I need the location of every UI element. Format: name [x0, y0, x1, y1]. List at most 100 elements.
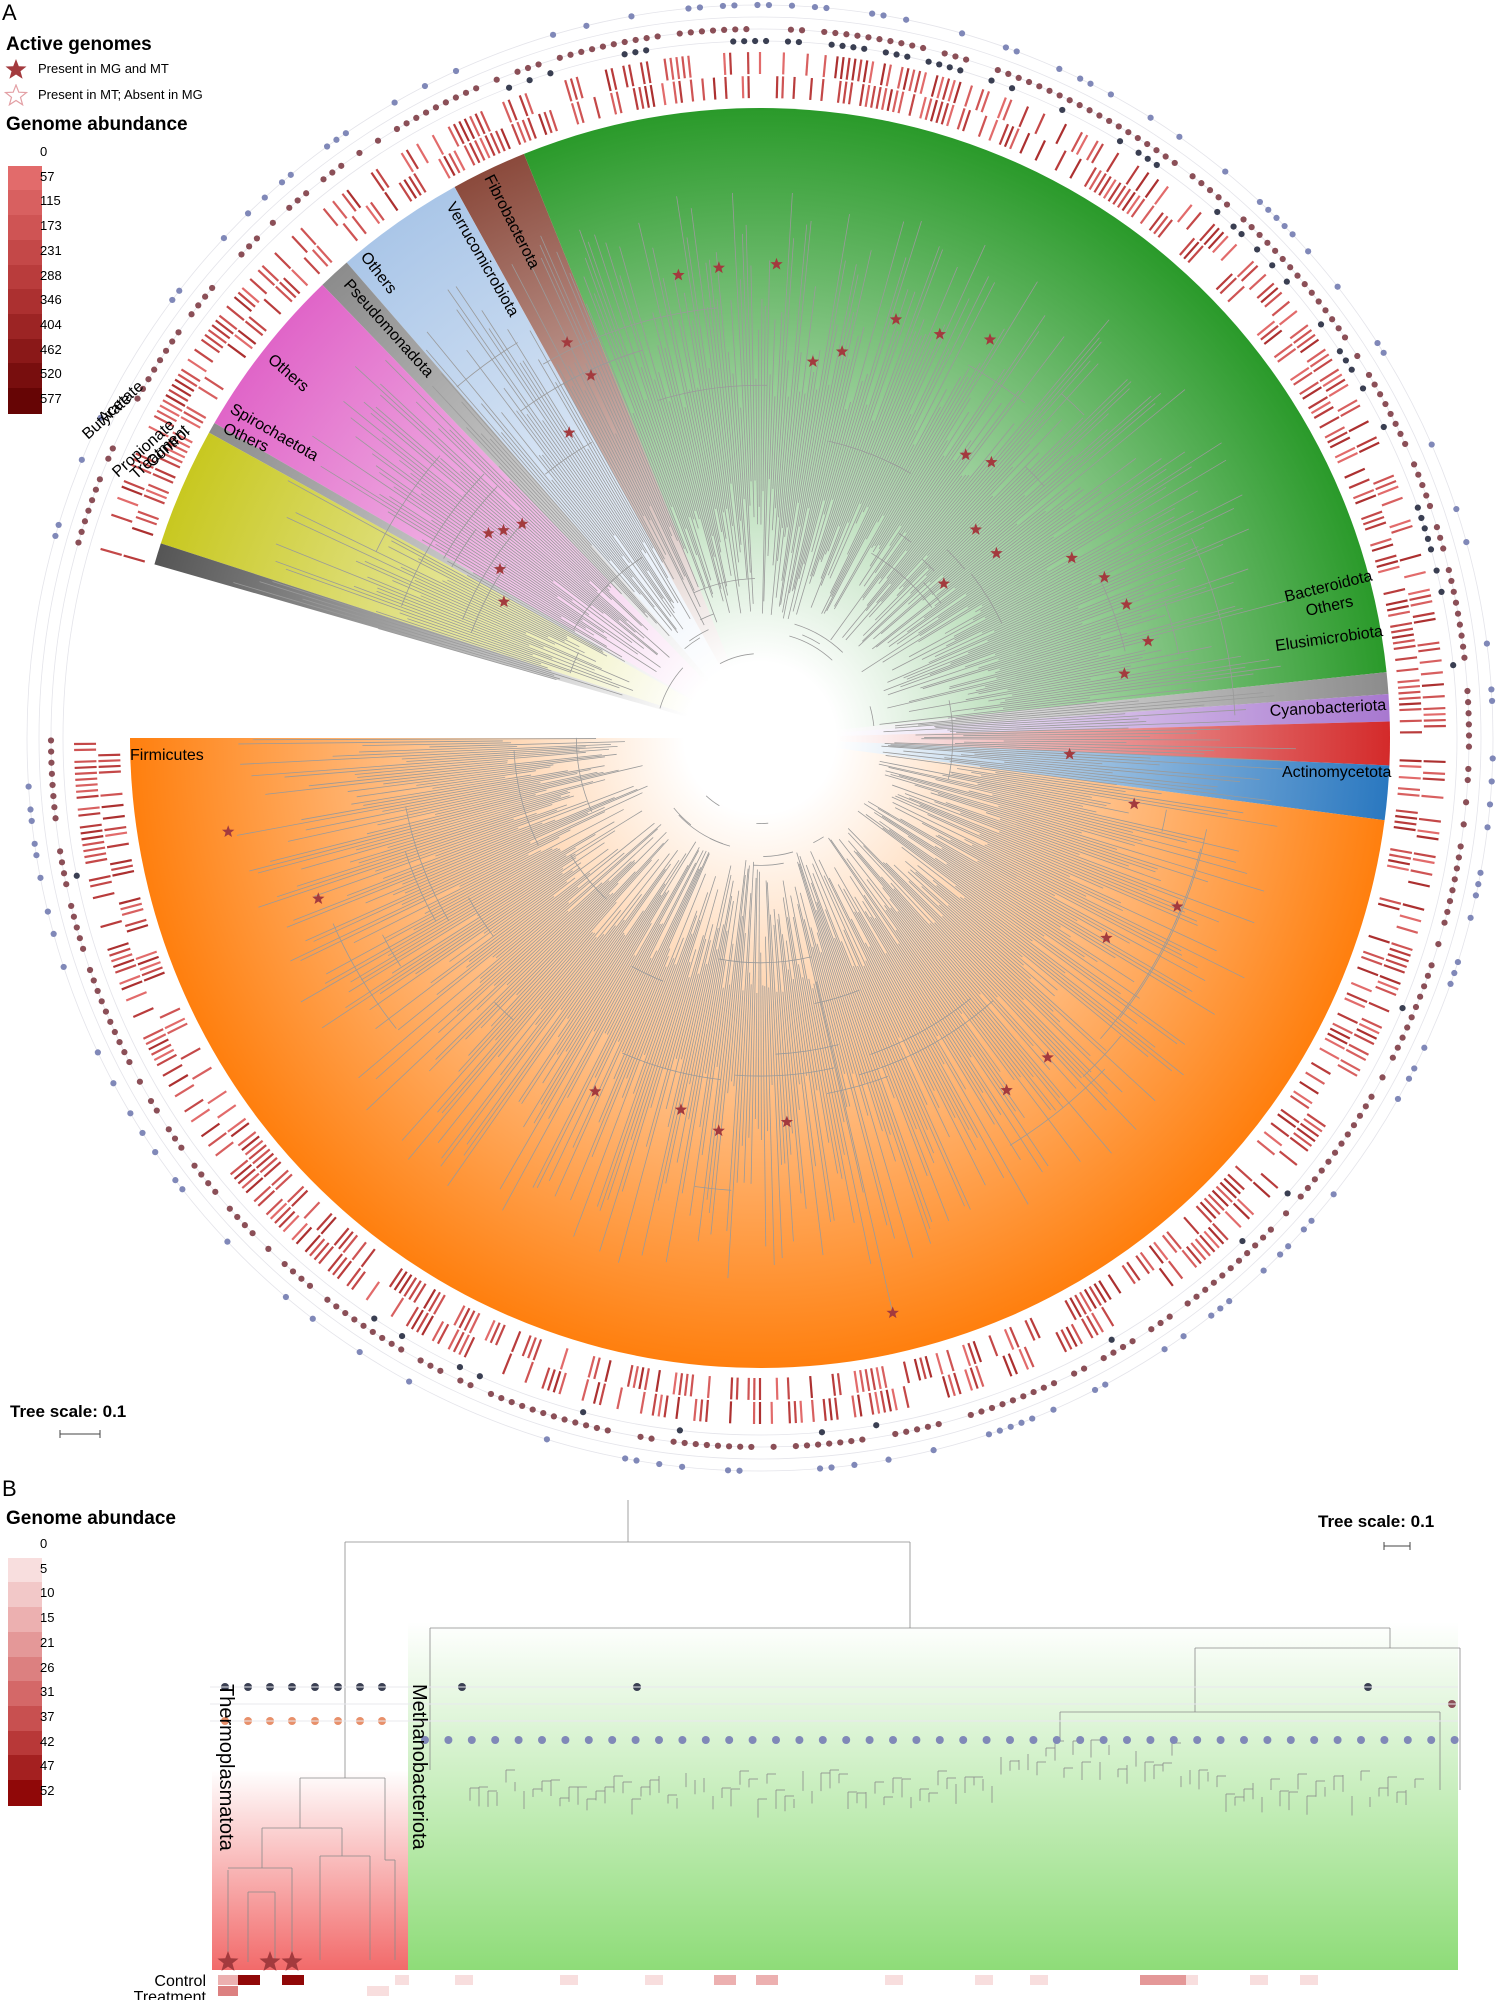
heat-cell — [238, 1975, 260, 1985]
control-heat-cell — [408, 176, 422, 196]
control-heat-cell — [672, 81, 678, 104]
heat-cell — [1300, 1975, 1318, 1985]
treatment-heat-cell — [501, 101, 513, 123]
tree-branch — [910, 381, 1132, 594]
co2-dot — [491, 1736, 500, 1744]
acetate-dot — [1206, 187, 1214, 194]
tree-branch — [826, 444, 915, 612]
acetate-dot — [854, 32, 861, 39]
treatment-heat-cell — [874, 1391, 881, 1414]
control-heat-cell — [786, 1377, 790, 1400]
tree-branch — [968, 364, 1025, 404]
control-heat-cell — [831, 1373, 837, 1396]
control-heat-cell — [123, 554, 146, 563]
acetate-dot — [342, 1309, 349, 1317]
treatment-heat-cell — [969, 1367, 979, 1389]
control-heat-cell — [570, 102, 580, 125]
active-genome-star — [589, 1085, 602, 1097]
treatment-heat-cell — [156, 1053, 177, 1067]
treatment-heat-cell — [581, 1379, 590, 1401]
treatment-heat-cell — [112, 958, 135, 969]
control-heat-cell — [516, 121, 527, 143]
control-heat-cell — [724, 76, 728, 99]
tree-branch — [1002, 697, 1091, 709]
tree-branch — [750, 869, 758, 1184]
tree-branch — [875, 487, 1081, 648]
tree-branch — [987, 528, 1250, 642]
tree-branch — [509, 481, 610, 585]
control-heat-cell — [604, 1360, 612, 1382]
tree-branch — [641, 865, 732, 1256]
butyrate-dot — [1334, 283, 1341, 290]
tree-branch — [797, 861, 866, 1084]
tree-branch — [468, 897, 494, 937]
abundance-a-value: 346 — [40, 292, 62, 308]
propionate-dot — [1144, 155, 1151, 162]
acetate-dot — [1272, 247, 1279, 254]
butyrate-dot — [1007, 1423, 1014, 1430]
treatment-heat-cell — [253, 1185, 272, 1203]
acetate-dot — [1287, 264, 1294, 271]
acetate-dot — [1005, 70, 1012, 77]
tree-branch — [834, 937, 895, 1099]
treatment-heat-cell — [1232, 1202, 1251, 1220]
tree-branch — [657, 928, 719, 1201]
tree-scale-label-a: Tree scale: 0.1 — [10, 1402, 127, 1421]
tree-branch — [782, 991, 802, 1194]
tree-branch — [1119, 829, 1207, 1019]
active-genome-star — [806, 355, 820, 367]
tree-branch — [892, 802, 1087, 897]
treatment-heat-cell — [1158, 1267, 1174, 1287]
acetate-dot — [369, 1328, 376, 1336]
tree-branch — [526, 413, 615, 536]
tree-branch — [831, 257, 907, 500]
acetate-dot — [109, 445, 116, 452]
control-heat-cell — [227, 343, 247, 359]
acetate-dot — [147, 1097, 155, 1105]
treatment-heat-cell — [274, 1206, 292, 1224]
butyrate-dot — [1467, 914, 1474, 921]
control-heat-cell — [1135, 1255, 1151, 1275]
control-heat-cell — [527, 1337, 537, 1359]
tree-branch — [900, 368, 1005, 527]
tree-branch — [432, 776, 506, 789]
treatment-heat-cell — [130, 463, 152, 475]
butyrate-dot — [50, 930, 57, 937]
control-heat-cell — [428, 1291, 441, 1312]
control-heat-cell — [913, 1358, 922, 1381]
control-heat-cell — [489, 132, 501, 154]
tree-branch — [332, 743, 611, 757]
treatment-heat-cell — [564, 79, 573, 102]
treatment-heat-cell — [241, 287, 260, 304]
treatment-heat-cell — [274, 252, 292, 270]
tree-branch — [690, 208, 733, 527]
acetate-dot — [116, 1039, 123, 1046]
thermoplasmatota-clade-bg — [212, 1770, 408, 1970]
tree-branch — [499, 955, 636, 1190]
treatment-heat-cell — [81, 835, 104, 841]
tree-branch — [665, 874, 732, 1184]
tree-branch — [859, 455, 945, 586]
tree-branch — [252, 738, 597, 741]
tree-branch — [265, 753, 617, 795]
tree-branch — [706, 860, 747, 1200]
control-heat-cell — [741, 76, 745, 99]
acetate-dot — [145, 376, 152, 383]
acetate-dot — [692, 1440, 699, 1448]
co2-dot — [538, 1736, 546, 1744]
control-heat-cell — [1302, 386, 1322, 400]
tree-branch — [921, 822, 1198, 969]
tree-branch — [878, 475, 963, 584]
propionate-dot — [1336, 348, 1343, 355]
co2-dot — [608, 1736, 617, 1744]
tree-branch — [808, 978, 845, 1155]
tree-branch — [975, 569, 1048, 613]
acetate-dot — [572, 1419, 579, 1426]
control-heat-cell — [398, 1274, 413, 1294]
control-heat-cell — [527, 117, 537, 139]
butyrate-dot — [139, 1129, 146, 1137]
tree-branch — [889, 898, 1034, 1078]
tree-branch — [479, 824, 662, 984]
treatment-heat-cell — [1423, 712, 1446, 716]
butyrate-dot — [244, 210, 252, 217]
